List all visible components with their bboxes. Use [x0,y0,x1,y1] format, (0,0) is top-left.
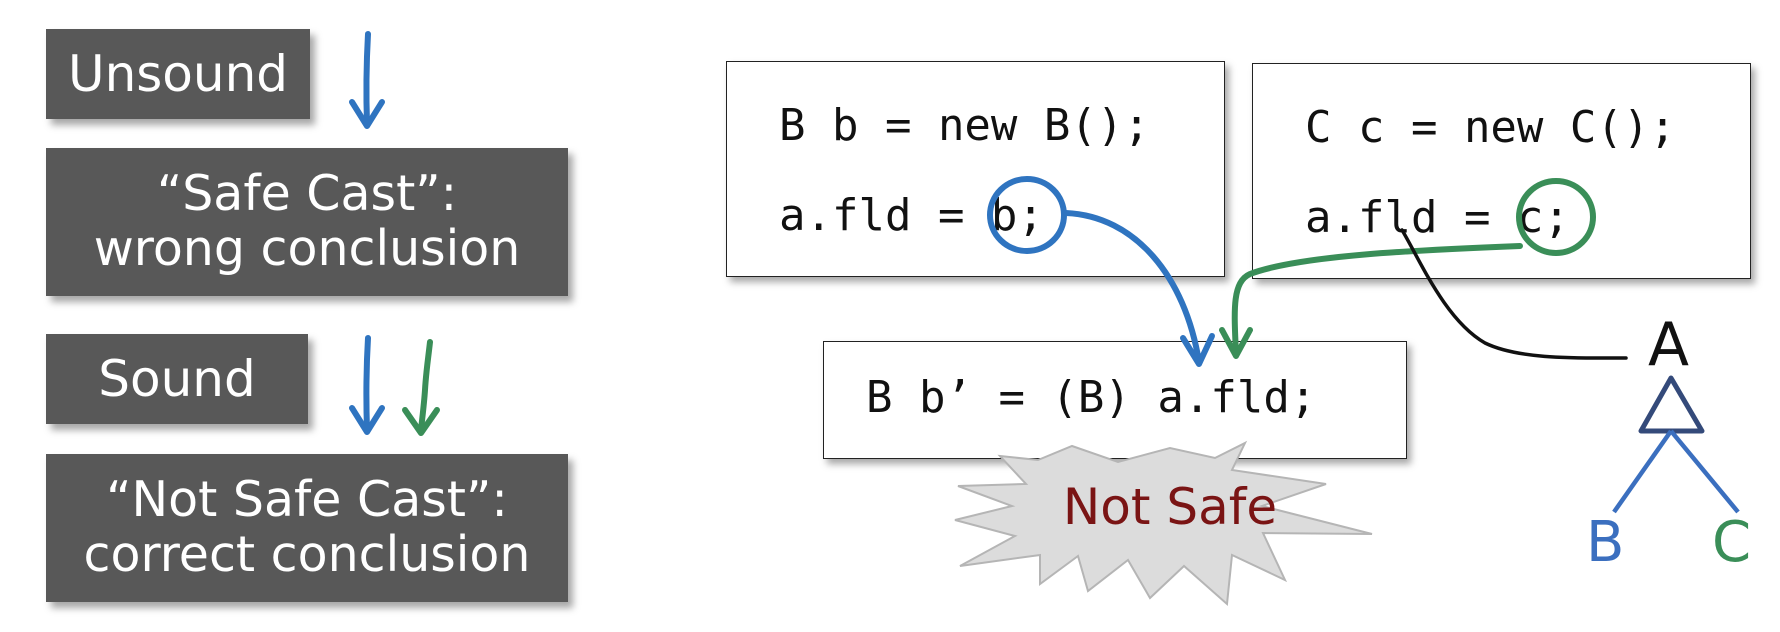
sound-blue-arrow-icon [349,335,385,435]
fld-to-class-connector [1400,228,1628,360]
code-box-c: C c = new C(); a.fld = c; [1252,63,1751,279]
tree-edge-b [1612,429,1673,514]
unsound-label: Unsound [67,45,289,103]
safe-cast-box: “Safe Cast”: wrong conclusion [46,148,568,296]
cast-code-box: B b’ = (B) a.fld; [823,341,1407,459]
sound-green-arrow-icon [402,339,440,436]
safe-cast-conclusion: wrong conclusion [93,220,521,277]
class-b-label: B [1586,510,1625,575]
tree-edge-c [1669,429,1740,514]
not-safe-cast-title: “Not Safe Cast”: [106,471,508,529]
not-safe-burst-icon [954,440,1373,607]
safe-cast-title: “Safe Cast”: [156,165,458,223]
cast-code-line: B b’ = (B) a.fld; [866,372,1317,423]
unsound-label-box: Unsound [46,29,310,119]
code-line-assign-b: a.fld = b; [779,190,1044,241]
not-safe-cast-box: “Not Safe Cast”: correct conclusion [46,454,568,602]
unsound-blue-arrow-icon [349,31,385,129]
class-c-label: C [1712,510,1752,575]
code-line-new-b: B b = new B(); [779,100,1150,151]
green-flow-arrow-icon [1219,243,1523,359]
not-safe-label: Not Safe [1062,478,1278,536]
c-highlight-circle [1516,178,1596,256]
code-line-new-c: C c = new C(); [1305,102,1676,153]
b-highlight-circle [987,176,1067,254]
sound-label: Sound [98,350,256,408]
sound-label-box: Sound [46,334,308,424]
class-a-label: A [1648,310,1690,380]
not-safe-cast-conclusion: correct conclusion [83,526,531,583]
blue-flow-arrow-icon [1063,210,1215,367]
inheritance-triangle-icon [1638,375,1705,434]
